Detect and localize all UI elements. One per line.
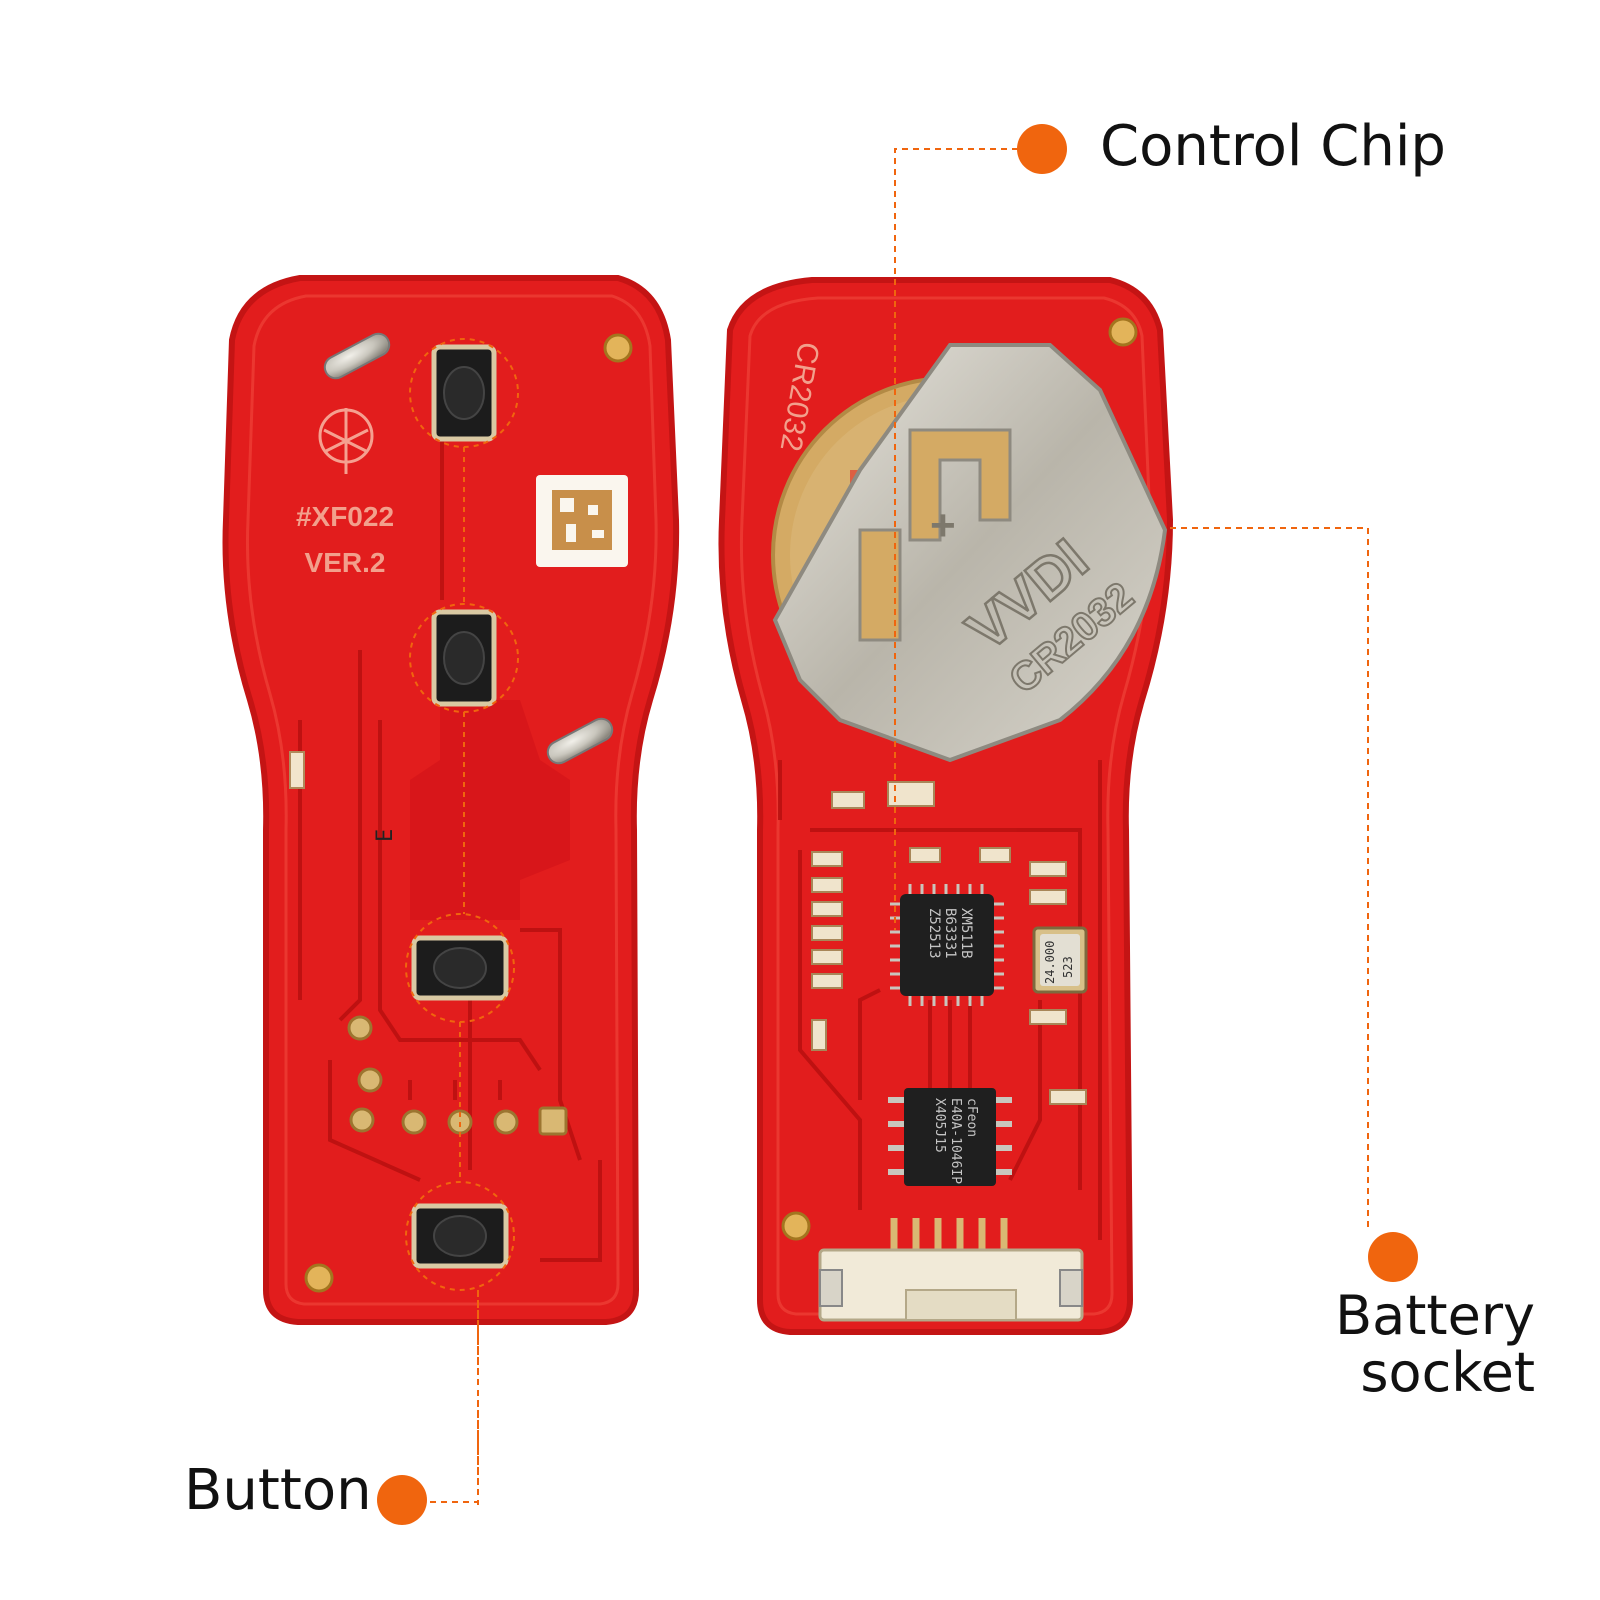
chip-marking: Z52513 (926, 908, 942, 959)
front-board-bevel (245, 294, 658, 1306)
tact-button (411, 1203, 509, 1269)
chip-marking: XM511B (958, 908, 974, 959)
button-highlight-rings (405, 338, 519, 1505)
battery-clip (772, 343, 1168, 763)
chip-marking: B63331 (942, 908, 958, 959)
callout-lines (430, 148, 1369, 1503)
button-dot (377, 1475, 427, 1525)
mounting-hole (1108, 317, 1138, 347)
battery-socket-label: Battery socket (1320, 1284, 1535, 1404)
control-chip-leader (894, 148, 1018, 930)
clip-cutouts (858, 428, 1012, 642)
front-copper-pour (410, 700, 570, 920)
silk-marking: E (373, 829, 398, 842)
back-board: CR2032 (718, 277, 1174, 1335)
test-pads (347, 1015, 568, 1136)
tact-button (431, 344, 497, 442)
mounting-hole (304, 1263, 334, 1293)
brand-logo (318, 408, 374, 474)
cable-connector (818, 1218, 1084, 1322)
battery-socket-label-line2: socket (1360, 1340, 1535, 1404)
control-chip: XM511B B63331 Z52513 (890, 884, 1004, 1006)
smd-resistor (289, 751, 305, 789)
qr-label (536, 475, 628, 567)
tact-button (411, 935, 509, 1001)
chip-marking: cFeon (964, 1098, 979, 1137)
version-label: VER.2 (305, 547, 386, 578)
battery-spring-contact (323, 332, 391, 380)
back-traces (778, 760, 1102, 1240)
crystal-marking: 24.000 (1043, 941, 1057, 984)
clip-plus-sign: + (930, 501, 956, 550)
battery-socket-leader (1170, 527, 1369, 1232)
mounting-hole (781, 1211, 811, 1241)
battery-socket-dot (1368, 1232, 1418, 1282)
button-leader (430, 1290, 479, 1503)
crystal-marking: 523 (1061, 956, 1075, 978)
smd-passives (811, 781, 1087, 1105)
control-chip-label: Control Chip (1100, 114, 1446, 179)
battery-socket: VVDI CR2032 + (771, 343, 1168, 763)
battery-spring-contact (546, 717, 614, 765)
flash-chip: cFeon E40A-1046IP X405J15 (888, 1088, 1012, 1186)
tact-button (431, 609, 497, 707)
battery-socket-label-line1: Battery (1335, 1284, 1535, 1347)
control-chip-dot (1017, 124, 1067, 174)
chip-marking: E40A-1046IP (948, 1098, 963, 1184)
button-label: Button (184, 1458, 372, 1523)
crystal-oscillator: 24.000 523 (1032, 926, 1088, 994)
mounting-hole (603, 333, 633, 363)
front-board: #XF022 VER.2 E (222, 275, 680, 1505)
chip-marking: X405J15 (932, 1098, 947, 1153)
model-code: #XF022 (296, 501, 394, 532)
